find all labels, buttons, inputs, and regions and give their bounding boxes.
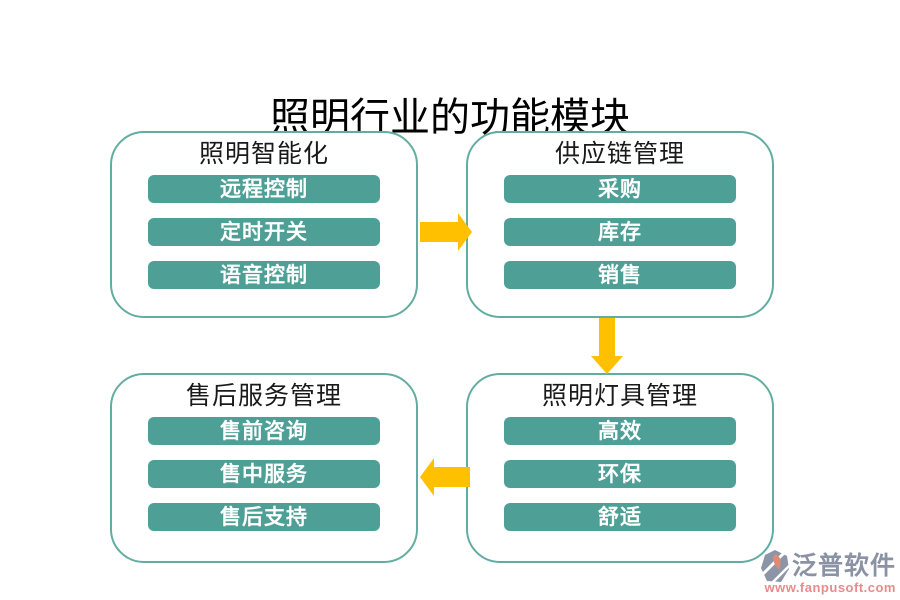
module-item: 采购 [504,175,736,203]
module-item: 售后支持 [148,503,380,531]
module-item: 高效 [504,417,736,445]
module-item: 定时开关 [148,218,380,246]
module-box-title: 照明智能化 [198,141,329,168]
fanpu-logo-icon [760,550,790,583]
arrow-left-icon [420,458,470,496]
module-item: 远程控制 [148,175,380,203]
module-item: 售前咨询 [148,417,380,445]
module-item: 销售 [504,261,736,289]
watermark-brand: 泛普软件 [791,552,896,580]
module-box-supply-chain: 供应链管理 采购 库存 销售 [466,131,774,318]
module-box-after-sales-service: 售后服务管理 售前咨询 售中服务 售后支持 [110,373,418,563]
arrow-down-icon [591,318,623,374]
module-box-title: 照明灯具管理 [541,383,698,410]
module-item: 库存 [504,218,736,246]
arrow-right-icon [420,213,472,251]
module-item: 舒适 [504,503,736,531]
module-item: 语音控制 [148,261,380,289]
module-item: 环保 [504,460,736,488]
module-box-title: 售后服务管理 [185,383,342,410]
module-box-lighting-fixtures: 照明灯具管理 高效 环保 舒适 [466,373,774,563]
module-item: 售中服务 [148,460,380,488]
module-box-title: 供应链管理 [554,141,685,168]
watermark: 泛普软件 www.fanpusoft.com [760,549,896,595]
watermark-url: www.fanpusoft.com [764,580,896,595]
module-box-lighting-intelligence: 照明智能化 远程控制 定时开关 语音控制 [110,131,418,318]
